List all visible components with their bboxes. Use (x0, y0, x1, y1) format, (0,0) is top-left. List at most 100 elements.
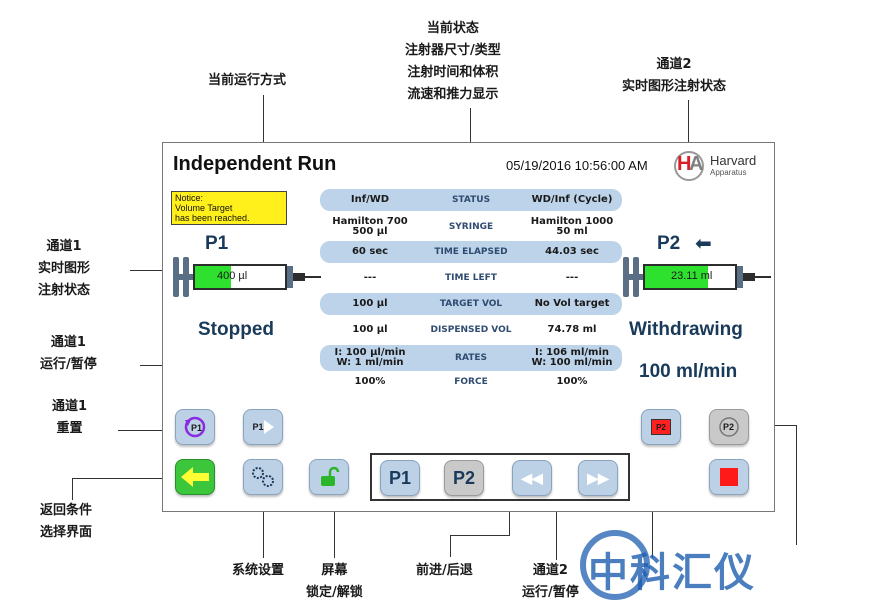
status-value-line: --- (565, 272, 579, 283)
notice-box: Notice: Volume Target has been reached. (171, 191, 287, 225)
button-label: P2 (452, 467, 476, 488)
annotation-fwd-back: 前进/后退 (416, 560, 473, 582)
annotation-screen-lock: 屏幕 锁定/解锁 (306, 560, 363, 604)
annotation-text: 锁定/解锁 (306, 585, 363, 600)
reset-icon (184, 416, 206, 438)
p2-label: P2 (657, 233, 681, 254)
status-row-label: DISPENSED VOL (430, 325, 512, 335)
status-value-line: 100% (354, 376, 386, 387)
p1-run-pause-button[interactable]: P1 (243, 409, 283, 445)
annotation-text: 通道1 (46, 239, 82, 254)
p2-stop-button[interactable] (709, 459, 749, 495)
status-row-label: SYRINGE (448, 222, 494, 232)
nav-p2-button[interactable]: P2 (444, 460, 484, 496)
watermark-logo-icon (580, 530, 650, 600)
status-row-value: 60 sec (320, 241, 420, 263)
status-row-value: 74.78 ml (522, 319, 622, 341)
rewind-icon: ◀◀ (521, 469, 543, 486)
logo-circle-icon (674, 151, 704, 181)
page-title: Independent Run (173, 153, 337, 175)
annotation-text: 返回条件 (40, 503, 93, 518)
annotation-text: 通道1 (52, 399, 88, 414)
status-value-line: 60 sec (351, 246, 389, 257)
syringe-fill (645, 266, 708, 288)
plunger-rod (179, 274, 193, 280)
logo-letter: H (677, 153, 692, 175)
syringe-needle (755, 276, 771, 278)
annotation-text: 通道2 (532, 563, 568, 578)
navigation-bar: P1 P2 ◀◀ ▶▶ (370, 453, 630, 501)
status-row-label: STATUS (451, 195, 491, 205)
nav-p1-button[interactable]: P1 (380, 460, 420, 496)
gear-icon (252, 467, 274, 487)
p1-state: Stopped (198, 319, 274, 340)
p2-state: Withdrawing (629, 319, 743, 340)
annotation-text: 屏幕 (321, 563, 348, 578)
status-value-line: I: 100 µl/min (334, 347, 406, 358)
annotation-ch1-graph: 通道1 实时图形 注射状态 (38, 236, 90, 302)
status-row-value: 100 µl (320, 319, 420, 341)
syringe-fill (195, 266, 231, 288)
annotation-text: 运行/暂停 (40, 357, 97, 372)
annotation-text: 运行/暂停 (522, 585, 579, 600)
status-value-line: W: 1 ml/min (336, 357, 404, 368)
p2-run-pause-button[interactable]: P2 (641, 409, 681, 445)
status-row-label: TIME ELAPSED (434, 247, 508, 257)
status-row-label: TIME LEFT (445, 273, 497, 283)
status-row-value: --- (320, 267, 420, 289)
status-value-line: Inf/WD (350, 194, 390, 205)
screen-lock-button[interactable] (309, 459, 349, 495)
status-row: 100 µl DISPENSED VOL 74.78 ml (320, 319, 622, 341)
syringe-plunger (737, 266, 743, 288)
status-value-line: --- (363, 272, 377, 283)
status-row-value: Inf/WD (320, 189, 420, 211)
annotation-text: 选择界面 (40, 525, 93, 540)
syringe-volume: 23.11 ml (671, 270, 713, 282)
pump-screen: Independent Run 05/19/2016 10:56:00 AM H… (162, 142, 775, 512)
status-row-label: TARGET VOL (439, 299, 503, 309)
annotation-run-mode: 当前运行方式 (208, 70, 286, 92)
status-value-line: 50 ml (556, 226, 588, 237)
p1-reset-button[interactable]: P1 (175, 409, 215, 445)
status-value-line: 100 µl (352, 298, 388, 309)
status-value-line: 44.03 sec (545, 246, 599, 257)
status-row-label: RATES (455, 353, 487, 363)
syringe-tip (743, 273, 755, 281)
p2-rate: 100 ml/min (639, 361, 738, 382)
status-row-value: WD/Inf (Cycle) (522, 189, 622, 211)
forward-button[interactable]: ▶▶ (578, 460, 618, 496)
status-row-value: 44.03 sec (522, 241, 622, 263)
status-row-value: 100% (320, 371, 420, 393)
button-label: P2 (656, 422, 666, 432)
status-value-line: Hamilton 700 (332, 216, 408, 227)
system-settings-button[interactable] (243, 459, 283, 495)
annotation-text: 通道1 (50, 335, 86, 350)
annotation-back: 返回条件 选择界面 (40, 500, 92, 544)
annotation-text: 当前状态 (426, 21, 479, 36)
status-value-line: 100 µl (352, 324, 388, 335)
p2-reset-button[interactable]: P2 (709, 409, 749, 445)
syringe-barrel: 400 µl (193, 264, 287, 290)
notice-line: Notice: (175, 193, 204, 203)
status-value-line: Hamilton 1000 (530, 216, 614, 227)
p1-syringe-graphic: 400 µl (173, 255, 323, 299)
button-label: P1 (191, 423, 203, 433)
plunger-plate (173, 257, 179, 297)
p2-run-indicator: P2 (651, 419, 671, 435)
status-row: --- TIME LEFT --- (320, 267, 622, 289)
play-icon (263, 420, 274, 434)
annotation-text: 当前运行方式 (208, 73, 287, 88)
status-value-line: I: 106 ml/min (534, 347, 610, 358)
p2-syringe-graphic: 23.11 ml (623, 255, 773, 299)
syringe-needle (305, 276, 321, 278)
back-button[interactable] (175, 459, 215, 495)
rewind-button[interactable]: ◀◀ (512, 460, 552, 496)
withdraw-arrow-icon: ⬅ (695, 231, 712, 255)
p1-label: P1 (205, 233, 229, 254)
status-row-label: FORCE (454, 377, 488, 387)
status-value-line: 74.78 ml (547, 324, 597, 335)
notice-line: has been reached. (175, 213, 250, 223)
